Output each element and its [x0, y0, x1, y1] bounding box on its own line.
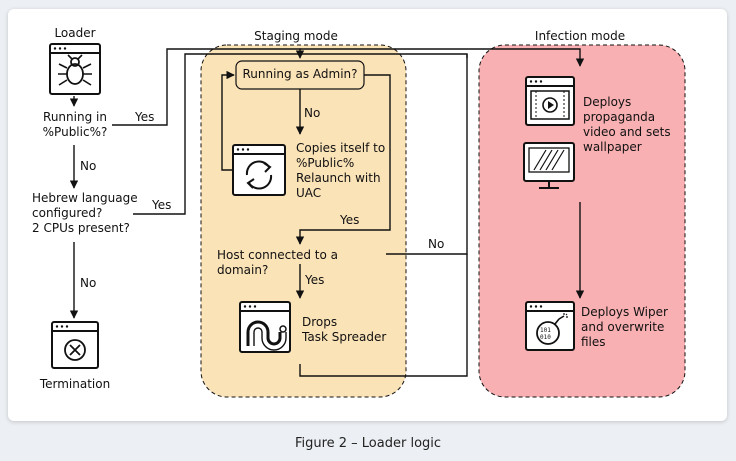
termination-label: Termination	[39, 377, 111, 391]
action-drops-spreader: Drops Task Spreader	[302, 315, 387, 344]
action-deploy-video: Deploys propaganda video and sets wallpa…	[583, 95, 671, 154]
question-admin: Running as Admin?	[242, 67, 358, 81]
close-window-icon	[51, 321, 99, 369]
figure-caption: Figure 2 – Loader logic	[294, 436, 442, 451]
edge-label-yes-hebrew: Yes	[152, 198, 172, 212]
edge-label-yes-copy: Yes	[340, 213, 360, 227]
bomb-window-icon: 101 010	[525, 301, 575, 351]
video-window-icon	[525, 76, 575, 126]
edge-public-yes	[112, 48, 305, 126]
infection-zone-title: Infection mode	[534, 29, 626, 43]
loader-title: Loader	[54, 26, 96, 40]
edge-top-to-infection	[300, 48, 585, 67]
edge-label-yes-public: Yes	[135, 110, 155, 124]
staging-zone-title: Staging mode	[254, 29, 338, 43]
edge-label-yes-domain: Yes	[305, 273, 325, 287]
action-copy-itself: Copies itself to %Public% Relaunch with …	[296, 141, 386, 200]
question-running-public: Running in %Public%?	[42, 110, 108, 139]
edge-label-no-admin: No	[304, 106, 321, 120]
sync-window-icon	[232, 144, 286, 196]
edge-drops-to-infection	[299, 254, 468, 377]
edge-label-no-public: No	[80, 159, 97, 173]
bug-window-icon	[49, 43, 101, 95]
worm-window-icon	[239, 301, 291, 353]
action-deploy-wiper: Deploys Wiper and overwrite files	[581, 305, 668, 349]
question-hebrew: Hebrew language configured? 2 CPUs prese…	[32, 191, 138, 235]
svg-text:010: 010	[540, 334, 551, 341]
svg-text:101: 101	[540, 327, 551, 334]
edge-label-no-hebrew: No	[80, 276, 97, 290]
edge-copy-loop	[221, 70, 235, 171]
monitor-icon	[523, 142, 575, 189]
edge-staging-top-right	[295, 74, 391, 245]
edge-label-no-domain: No	[428, 237, 445, 251]
question-domain: Host connected to a domain?	[217, 248, 339, 277]
